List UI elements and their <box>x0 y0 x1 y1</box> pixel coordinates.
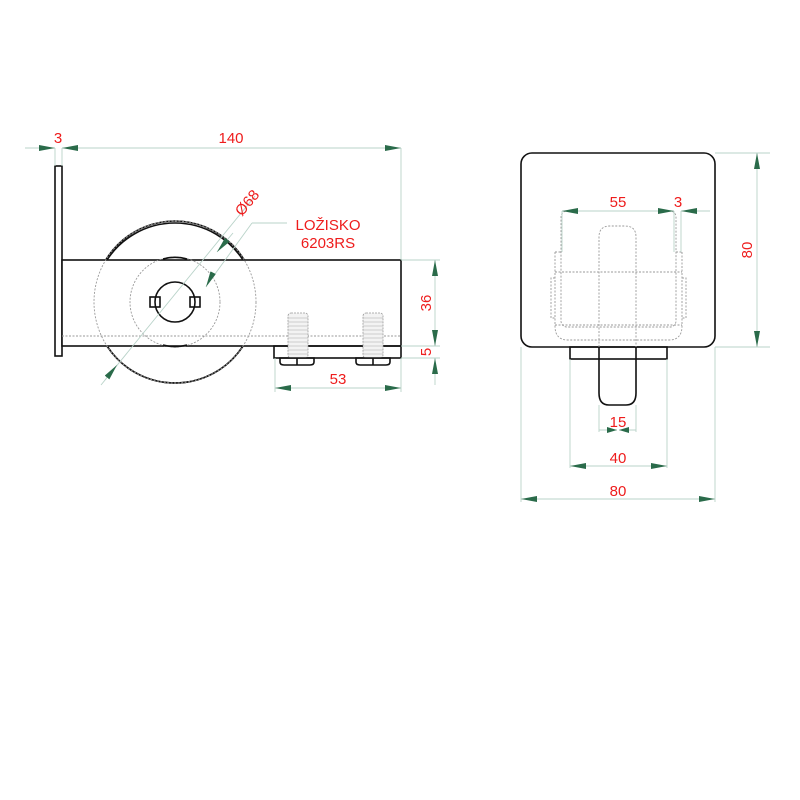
dim-base-width: 40 <box>610 450 627 467</box>
front-view: 55 3 80 15 40 80 <box>520 152 770 502</box>
bolt-right <box>355 312 391 366</box>
bolt-left <box>279 312 315 366</box>
dim-inner-width: 55 <box>610 194 627 211</box>
dim-plate-thickness: 3 <box>54 130 62 147</box>
stem <box>598 347 637 406</box>
front-base-plate <box>569 346 668 360</box>
side-view: 3 140 Ø68 LOŽISKO 6203RS 36 5 53 <box>25 130 440 392</box>
base-plate <box>273 345 402 359</box>
dim-wall-thickness: 3 <box>674 194 682 211</box>
dim-bolt-spacing: 53 <box>330 371 347 388</box>
dim-overall-height: 80 <box>739 242 756 259</box>
bracket-body <box>61 259 402 347</box>
callout-bearing-model: 6203RS <box>301 235 355 252</box>
dim-overall-width: 80 <box>610 483 627 500</box>
dim-bracket-height: 36 <box>418 295 435 312</box>
dim-stem-width: 15 <box>610 414 627 431</box>
dim-base-thickness: 5 <box>418 348 435 356</box>
dim-wheel-diameter: Ø68 <box>232 187 263 220</box>
axle-key-right <box>189 296 201 308</box>
axle-bore <box>154 281 196 323</box>
callout-bearing-label: LOŽISKO <box>295 217 360 234</box>
wall-plate <box>54 165 63 357</box>
axle-key-left <box>149 296 161 308</box>
dim-overall-length: 140 <box>218 130 243 147</box>
